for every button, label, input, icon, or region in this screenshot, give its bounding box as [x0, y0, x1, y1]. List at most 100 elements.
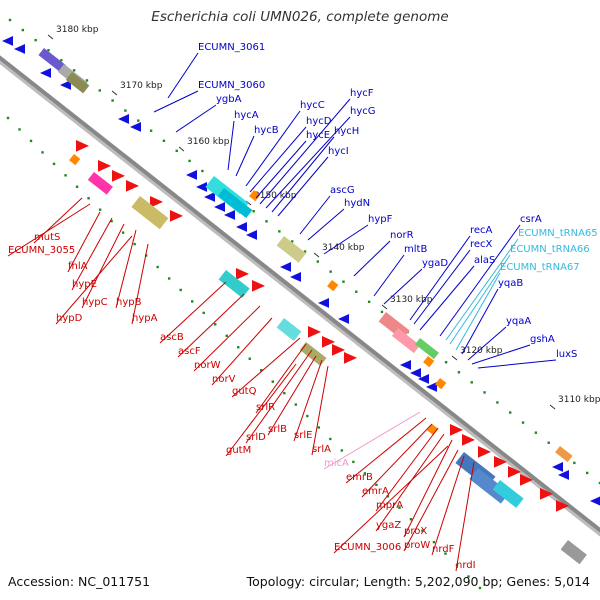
reverse-gene-arrow — [508, 466, 521, 478]
small-feature-block — [327, 280, 339, 292]
inner-tick-dot — [398, 506, 401, 509]
gene-label-luxs: luxS — [556, 349, 577, 360]
forward-gene-arrow — [236, 222, 247, 232]
inner-tick-dot — [29, 139, 33, 143]
forward-gene-arrow — [290, 272, 301, 282]
reverse-gene-arrow — [252, 280, 265, 292]
inner-tick-dot — [225, 334, 228, 338]
label-leader-line — [373, 254, 405, 297]
label-leader-line — [245, 349, 313, 444]
outer-tick-dot — [367, 300, 371, 304]
label-leader-line — [249, 126, 307, 193]
gene-label-ygaz: ygaZ — [376, 520, 401, 531]
gene-label-prow: proW — [404, 540, 430, 551]
inner-tick-dot — [98, 208, 102, 211]
outer-tick-dot — [547, 441, 550, 444]
gene-label-norv: norV — [212, 374, 236, 385]
gene-label-hypc: hypC — [82, 297, 108, 308]
inner-tick-dot — [75, 185, 79, 188]
outer-tick-dot — [380, 310, 384, 314]
outer-tick-dot — [457, 371, 461, 374]
outer-tick-dot — [342, 280, 345, 283]
gc-skew-block — [391, 328, 421, 354]
inner-tick-dot — [444, 552, 447, 555]
outer-tick-dot — [598, 481, 600, 485]
gene-label-mltb: mltB — [404, 244, 427, 255]
reverse-gene-arrow — [478, 446, 491, 458]
forward-gene-arrow — [426, 382, 437, 392]
inner-tick-dot — [18, 128, 21, 131]
label-leader-line — [299, 195, 331, 235]
outer-tick-dot — [162, 139, 166, 142]
gene-label-gutm: gutM — [226, 445, 251, 456]
inner-tick-dot — [421, 529, 424, 532]
tick-mark — [111, 90, 118, 96]
gc-skew-block — [560, 540, 587, 565]
reverse-gene-arrow — [170, 210, 183, 222]
feature-layer — [2, 36, 600, 565]
gene-label-ecumn_3055: ECUMN_3055 — [8, 245, 75, 256]
small-feature-block — [435, 378, 447, 390]
label-leader-line — [403, 449, 459, 552]
outer-tick-dot — [470, 381, 473, 384]
reverse-gene-arrow — [98, 160, 111, 172]
outer-tick-dot — [252, 210, 255, 213]
inner-tick-dot — [478, 586, 482, 590]
inner-tick-dot — [237, 346, 240, 349]
outer-tick-dot — [573, 461, 576, 465]
label-leader-line — [477, 359, 557, 369]
label-leader-line — [71, 217, 113, 291]
gc-skew-block — [65, 72, 90, 94]
gc-skew-block — [276, 318, 302, 342]
tick-label: 3140 kbp — [322, 243, 365, 253]
accession-text: Accession: NC_011751 — [8, 574, 151, 589]
reverse-gene-arrow — [76, 140, 89, 152]
gene-label-ygba: ygbA — [216, 94, 242, 105]
gc-skew-block — [415, 337, 439, 360]
outer-tick-dot — [60, 59, 63, 62]
reverse-gene-arrow — [322, 336, 335, 348]
inner-tick-dot — [156, 265, 159, 269]
gene-label-csra: csrA — [520, 214, 542, 225]
outer-tick-dot — [278, 230, 281, 233]
forward-gene-arrow — [280, 262, 291, 272]
forward-gene-arrow — [418, 374, 429, 384]
outer-tick-dot — [72, 69, 76, 72]
gene-label-emrb: emrB — [346, 472, 373, 483]
gene-label-gutq: gutQ — [232, 386, 257, 397]
gene-label-srld: srlD — [246, 432, 266, 443]
tick-label: 3150 kbp — [254, 191, 297, 201]
gc-skew-block — [555, 446, 573, 463]
label-leader-line — [271, 136, 335, 213]
forward-gene-arrow — [410, 368, 421, 378]
inner-tick-dot — [179, 288, 182, 292]
label-leader-line — [115, 229, 137, 309]
outer-tick-dot — [188, 159, 191, 163]
label-leader-line — [345, 417, 427, 484]
inner-tick-dot — [340, 449, 344, 452]
inner-tick-dot — [64, 174, 67, 177]
tick-mark — [381, 304, 388, 310]
label-leader-line — [159, 281, 227, 344]
label-leader-line — [277, 156, 329, 217]
gene-label-nrdf: nrdF — [432, 544, 455, 555]
label-leader-line — [245, 110, 301, 187]
gene-label-reca: recA — [470, 225, 493, 236]
label-leader-line — [461, 288, 499, 355]
label-leader-line — [293, 359, 323, 442]
gene-label-hyce: hycE — [306, 130, 330, 141]
label-leader-line — [255, 140, 307, 199]
gene-label-hyci: hycI — [328, 146, 349, 157]
inner-tick-dot — [467, 575, 470, 578]
label-leader-line — [375, 427, 439, 512]
label-leader-line — [193, 305, 261, 372]
inner-tick-dot — [271, 380, 274, 383]
gene-label-ecumn_3006: ECUMN_3006 — [334, 542, 401, 553]
inner-tick-dot — [133, 242, 136, 246]
gene-label-srle: srlE — [294, 430, 312, 441]
gc-skew-block — [217, 187, 253, 219]
gene-label-hypa: hypA — [132, 313, 158, 324]
outer-tick-dot — [111, 99, 114, 102]
outer-tick-dot — [34, 38, 37, 42]
